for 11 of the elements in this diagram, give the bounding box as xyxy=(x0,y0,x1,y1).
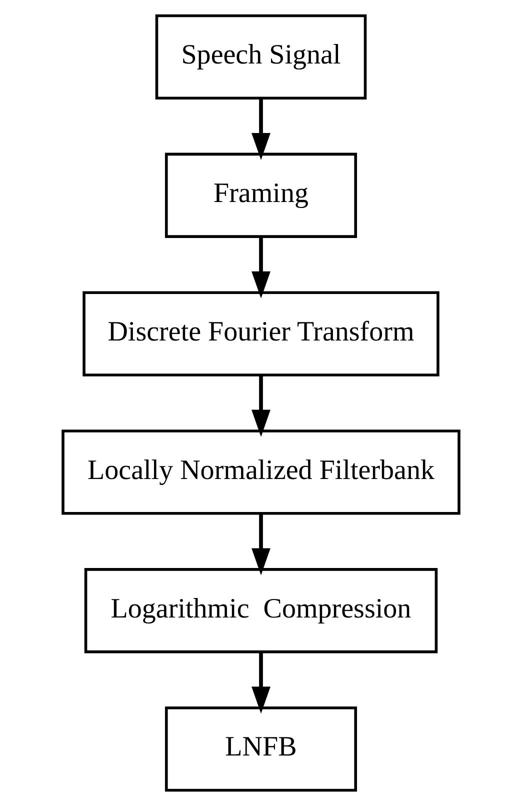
node-box: LNFB xyxy=(164,706,358,792)
node-box: Speech Signal xyxy=(155,14,367,100)
arrow xyxy=(252,236,270,298)
node-box: Logarithmic Compression xyxy=(84,568,438,654)
node-box: Locally Normalized Filterbank xyxy=(62,430,460,515)
node-box: Framing xyxy=(164,152,358,238)
node-box: Discrete Fourier Transform xyxy=(82,291,440,376)
arrow xyxy=(252,514,270,576)
arrow xyxy=(252,652,270,714)
arrow xyxy=(252,375,270,437)
arrow xyxy=(252,98,270,160)
